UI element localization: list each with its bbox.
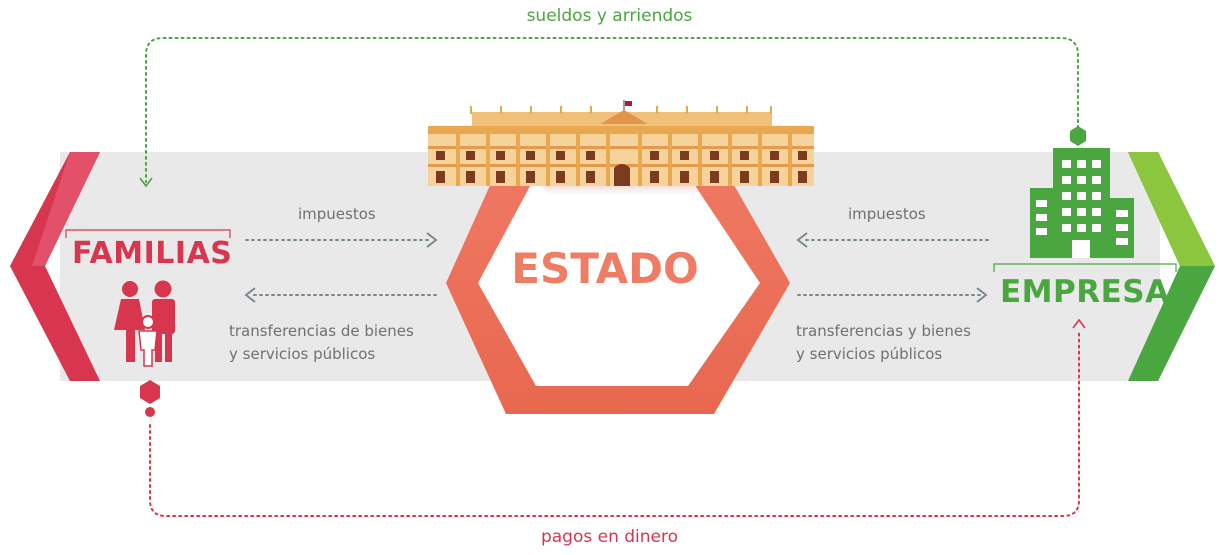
families-title-bracket [65, 229, 231, 238]
companies-title-bracket [993, 263, 1177, 272]
taxes-right-label: impuestos [848, 205, 926, 223]
family-icon [114, 280, 175, 367]
transfers-left-label: transferencias de bienes y servicios púb… [229, 320, 414, 366]
palace-la-moneda-icon [428, 100, 814, 186]
wages-rent-flow-line [139, 37, 1086, 188]
companies-chevron [1128, 152, 1215, 381]
taxes-left-label: impuestos [298, 205, 376, 223]
money-payments-label: pagos en dinero [540, 527, 679, 547]
state-hexagon [446, 150, 790, 414]
money-payments-flow-line [145, 318, 1086, 517]
transfers-left-line2: y servicios públicos [229, 345, 376, 363]
transfers-right-line1: transferencias y bienes [796, 322, 971, 340]
transfers-state-to-families-arrow [244, 287, 441, 303]
families-chevron [10, 152, 100, 381]
wages-rent-label: sueldos y arriendos [526, 6, 693, 26]
transfers-state-to-companies-arrow [797, 287, 988, 303]
taxes-families-to-state-arrow [245, 232, 438, 248]
families-title: FAMILIAS [72, 236, 233, 271]
transfers-left-line1: transferencias de bienes [229, 322, 414, 340]
office-building-icon [1030, 148, 1134, 258]
transfers-right-line2: y servicios públicos [796, 345, 943, 363]
taxes-companies-to-state-arrow [796, 232, 991, 248]
families-node-icon [140, 380, 160, 404]
state-title: ESTADO [511, 244, 699, 293]
transfers-right-label: transferencias y bienes y servicios públ… [796, 320, 971, 366]
companies-title: EMPRESAS [1000, 274, 1193, 310]
